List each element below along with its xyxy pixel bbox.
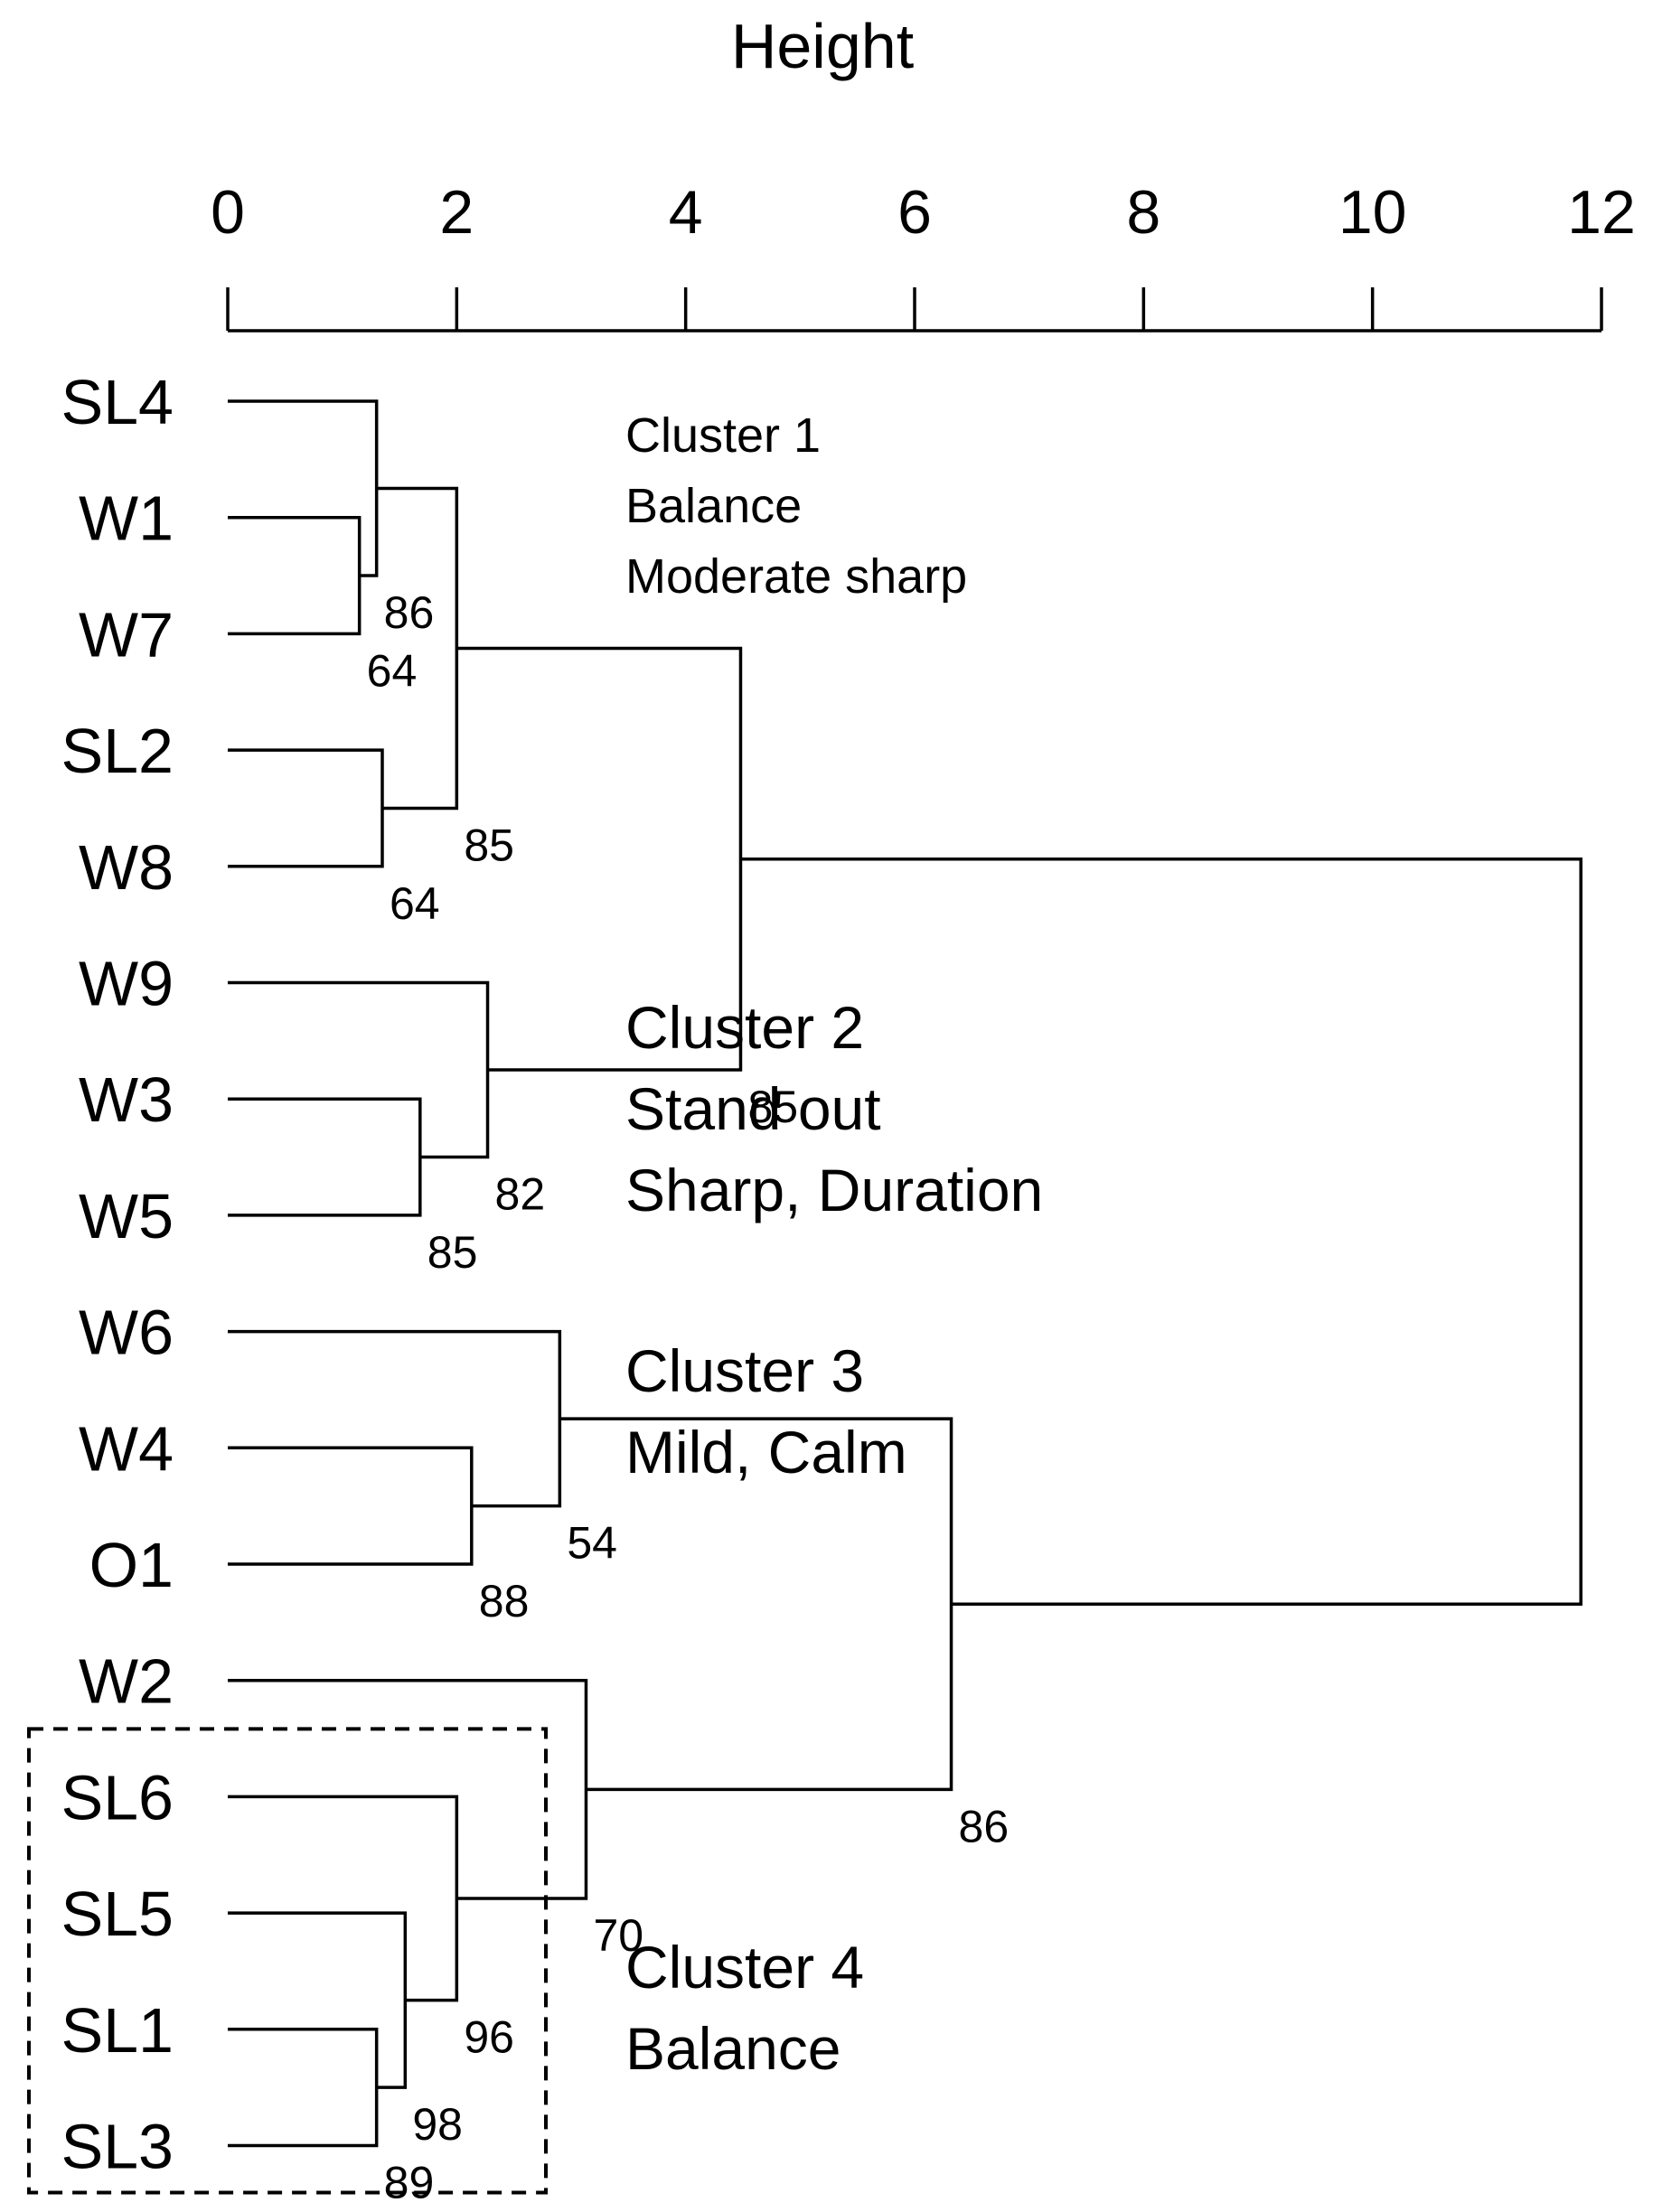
dendrogram-branch bbox=[740, 858, 1583, 1606]
bootstrap-support-label: 85 bbox=[747, 1082, 798, 1132]
bootstrap-support-label: 86 bbox=[384, 587, 435, 638]
leaf-label: W9 bbox=[79, 949, 174, 1019]
dendrogram-branch bbox=[559, 1417, 953, 1792]
dendrogram-branch bbox=[228, 980, 490, 1159]
tick-label: 4 bbox=[669, 178, 703, 247]
leaf-label: W5 bbox=[79, 1181, 174, 1251]
bootstrap-support-label: 85 bbox=[464, 820, 514, 870]
bootstrap-support-label: 86 bbox=[959, 1801, 1010, 1851]
bootstrap-support-label: 98 bbox=[412, 2099, 463, 2150]
bootstrap-support-label: 82 bbox=[495, 1169, 546, 1220]
leaf-label: SL3 bbox=[61, 2112, 174, 2182]
leaf-label: O1 bbox=[89, 1530, 174, 1600]
dendrogram-branch bbox=[228, 515, 362, 636]
dendrogram-branch bbox=[228, 1911, 408, 2089]
axis-title: Height bbox=[731, 11, 914, 81]
tick-label: 0 bbox=[211, 178, 245, 247]
leaf-label: SL1 bbox=[61, 1995, 174, 2066]
cluster-annotation-line: Moderate sharp bbox=[625, 549, 967, 604]
tick-label: 2 bbox=[439, 178, 474, 247]
tick-label: 6 bbox=[897, 178, 932, 247]
tick-label: 10 bbox=[1338, 178, 1407, 247]
cluster-annotation-line: Sharp, Duration bbox=[625, 1157, 1043, 1223]
tick-label: 12 bbox=[1567, 178, 1636, 247]
leaf-label: W4 bbox=[79, 1413, 174, 1484]
leaf-label: SL4 bbox=[61, 367, 174, 437]
cluster-annotation-line: Stand out bbox=[625, 1075, 881, 1142]
bootstrap-support-label: 70 bbox=[593, 1910, 643, 1961]
cluster-annotation-line: Cluster 2 bbox=[625, 994, 864, 1061]
tick-label: 8 bbox=[1126, 178, 1160, 247]
leaf-label: W6 bbox=[79, 1298, 174, 1368]
dendrogram-branch bbox=[228, 1097, 422, 1217]
cluster-annotation-line: Mild, Calm bbox=[625, 1419, 907, 1486]
leaf-label: W1 bbox=[79, 483, 174, 554]
cluster-4-highlight-box bbox=[27, 1727, 548, 2195]
leaf-label: W3 bbox=[79, 1064, 174, 1135]
height-axis: 0 2 4 6 8 10 12 bbox=[211, 178, 1636, 333]
cluster-annotation-line: Cluster 1 bbox=[625, 408, 821, 463]
cluster-annotation-line: Balance bbox=[625, 479, 802, 533]
leaf-label: W7 bbox=[79, 599, 174, 670]
dendrogram-branches bbox=[228, 399, 1583, 2148]
bootstrap-support-label: 89 bbox=[384, 2158, 435, 2208]
bootstrap-support-label: 96 bbox=[464, 2012, 514, 2063]
bootstrap-support-label: 88 bbox=[479, 1576, 530, 1626]
bootstrap-support-label: 54 bbox=[567, 1518, 617, 1569]
dendrogram-branch bbox=[228, 1446, 474, 1566]
cluster-annotation-line: Balance bbox=[625, 2015, 841, 2082]
cluster-annotation-line: Cluster 4 bbox=[625, 1934, 864, 2001]
dendrogram-branch bbox=[228, 1795, 459, 2002]
dendrogram-branch bbox=[228, 1678, 588, 1900]
leaf-label: SL5 bbox=[61, 1879, 174, 1949]
leaf-label: W2 bbox=[79, 1646, 174, 1717]
leaf-label: W8 bbox=[79, 832, 174, 903]
dendrogram-branch bbox=[228, 1329, 562, 1508]
dendrogram-branch bbox=[376, 486, 459, 811]
bootstrap-support-label: 64 bbox=[367, 645, 418, 696]
dendrogram-branch bbox=[228, 399, 379, 577]
cluster-annotation-line: Cluster 3 bbox=[625, 1337, 864, 1404]
dendrogram-branch bbox=[228, 748, 384, 868]
bootstrap-support-label: 85 bbox=[427, 1227, 478, 1278]
dashed-highlight-box bbox=[27, 1727, 548, 2195]
bootstrap-support-label: 64 bbox=[390, 878, 440, 929]
leaf-label: SL2 bbox=[61, 716, 174, 786]
leaf-label: SL6 bbox=[61, 1762, 174, 1832]
dendrogram-branch bbox=[228, 2028, 379, 2148]
